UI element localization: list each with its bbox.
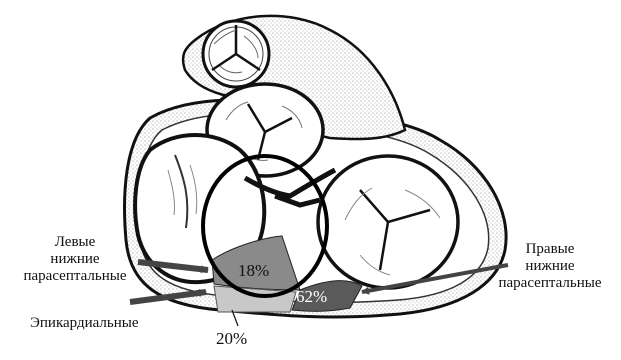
left-paraseptal-label-line-2: нижние [9, 251, 141, 268]
left-paraseptal-percent: 18% [238, 261, 269, 281]
right-paraseptal-percent: 62% [296, 287, 327, 307]
right-paraseptal-label: Правые нижние парасептальные [482, 241, 618, 292]
epicardial-label: Эпикардиальные [30, 315, 139, 332]
left-paraseptal-label-line-3: парасептальные [9, 268, 141, 285]
pulmonary-valve [203, 21, 269, 87]
tricuspid-valve [318, 156, 458, 288]
epicardial-percent: 20% [216, 329, 247, 349]
right-paraseptal-label-line-1: Правые [482, 241, 618, 258]
right-paraseptal-label-line-2: нижние [482, 258, 618, 275]
left-paraseptal-label: Левые нижние парасептальные [9, 234, 141, 285]
left-paraseptal-label-line-1: Левые [9, 234, 141, 251]
right-paraseptal-label-line-3: парасептальные [482, 275, 618, 292]
